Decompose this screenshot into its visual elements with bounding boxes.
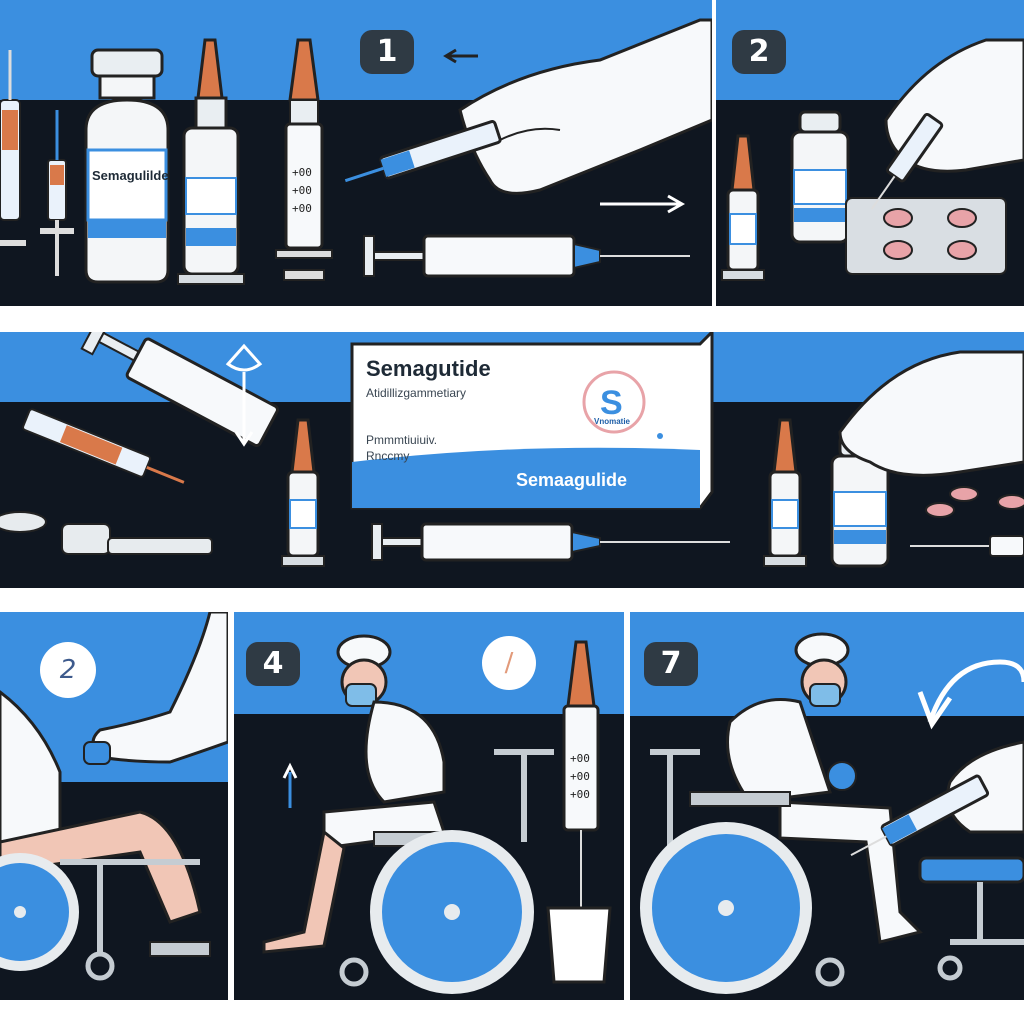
product-detail-line: Pmmmtiuiuiv. — [366, 433, 438, 447]
syringe-icon — [344, 120, 502, 183]
product-name: Semagutide — [366, 356, 491, 381]
syringe-icon — [80, 332, 279, 447]
wheelchair-icon — [640, 749, 845, 994]
svg-text:+00: +00 — [570, 788, 590, 801]
gloved-hand-icon — [838, 350, 1024, 477]
step-number-badge: 7 — [644, 642, 698, 686]
svg-text:+00: +00 — [292, 184, 312, 197]
step-number-circle: 2 — [40, 642, 96, 698]
pill-tray-icon — [845, 197, 1007, 275]
product-logo: S — [600, 384, 623, 422]
vial-large — [84, 48, 170, 284]
pills-icon — [925, 486, 1024, 518]
syringe-icon — [850, 774, 990, 857]
step-number-badge: 1 — [360, 30, 414, 74]
vial-small — [721, 134, 765, 281]
syringe-icon — [22, 408, 185, 484]
arrow-up-icon — [282, 762, 298, 808]
svg-text:+00: +00 — [570, 770, 590, 783]
panel-product — [0, 332, 1024, 588]
svg-text:+00: +00 — [292, 166, 312, 179]
syringe-icon — [40, 110, 74, 276]
product-banner: Semaagulide — [516, 470, 628, 490]
vial-large — [790, 110, 850, 244]
vials-syringes-illustration: +00 +00 +00 — [0, 0, 712, 306]
wheelchair-icon — [0, 853, 211, 981]
step-number-badge: 2 — [732, 30, 786, 74]
vial-small — [281, 418, 325, 567]
step-number-badge: 4 — [246, 642, 300, 686]
syringe-icon — [363, 234, 690, 278]
panel-step-2: 2 — [716, 0, 1024, 306]
gloved-hand-icon — [458, 18, 712, 195]
slash-icon: / — [482, 636, 536, 690]
gloved-hand-icon — [83, 612, 228, 765]
panel-step-1: +00 +00 +00 — [0, 0, 712, 306]
arrow-up-down-icon — [225, 343, 263, 447]
vial-small — [177, 38, 245, 285]
syringe-icon — [870, 112, 944, 210]
syringe-icon: +00 +00 +00 — [546, 640, 612, 984]
panel-step-4: +00 +00 +00 4 / — [234, 612, 624, 1000]
wheelchair-patient-illustration — [0, 612, 228, 1000]
vial-label: Semagulilde — [92, 168, 169, 183]
panel-step-patient-left: 2 — [0, 612, 228, 1000]
panel-step-7: 7 — [630, 612, 1024, 1000]
svg-text:+00: +00 — [570, 752, 590, 765]
product-details: Pmmmtiuiuiv. Rnccmy — [366, 432, 437, 464]
arrow-left-icon — [443, 48, 478, 64]
cotton-pads-icon — [0, 511, 213, 555]
patient-icon — [262, 634, 446, 954]
syringe-icon — [0, 50, 26, 246]
product-detail-line: Rnccmy — [366, 449, 410, 463]
arrow-right-icon — [600, 194, 686, 214]
product-subtitle: Atidillizgammetiary — [366, 386, 467, 400]
wheelchair-patient-illustration: +00 +00 +00 — [234, 612, 624, 1000]
patient-icon — [0, 690, 202, 924]
vial-small — [763, 418, 807, 567]
product-box — [350, 332, 714, 510]
syringe-icon — [371, 522, 730, 562]
product-logo-caption: Vnomatie — [594, 417, 631, 426]
wheelchair-icon — [339, 749, 554, 994]
curved-arrow-icon — [917, 659, 1024, 730]
product-box-illustration — [0, 332, 1024, 588]
syringe-icon: +00 +00 +00 — [275, 38, 333, 281]
wheelchair-injection-illustration — [630, 612, 1024, 1000]
svg-text:+00: +00 — [292, 202, 312, 215]
syringe-icon — [910, 535, 1024, 557]
table-icon — [918, 856, 1024, 981]
